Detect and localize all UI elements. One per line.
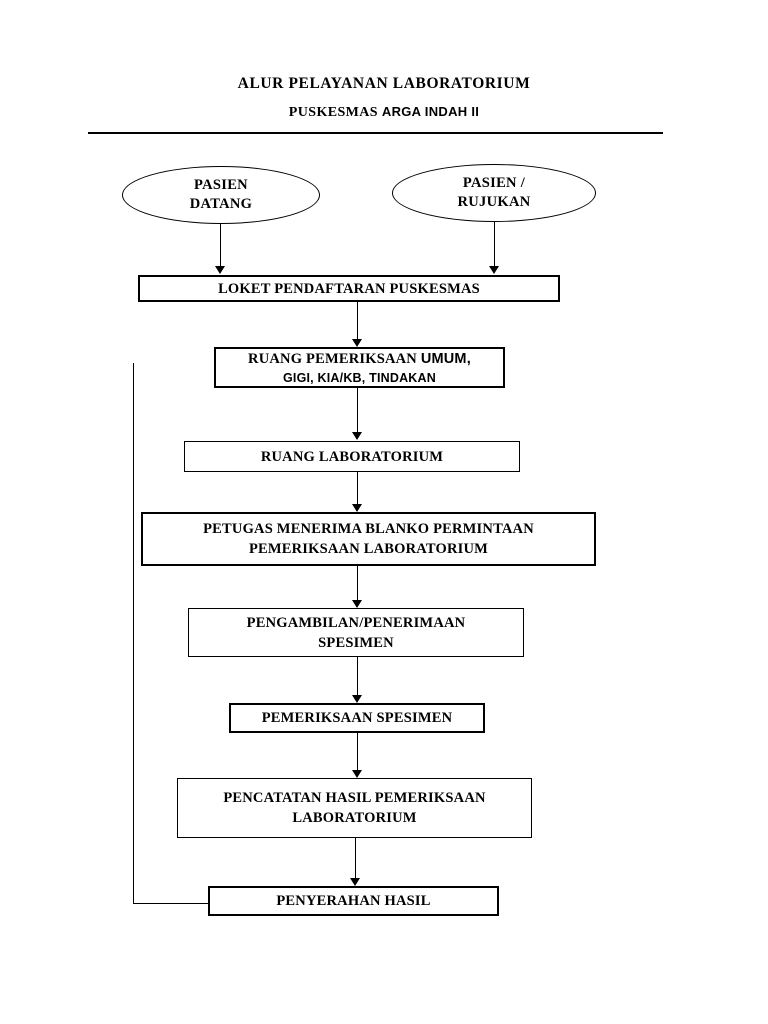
arrowhead-icon	[352, 432, 362, 440]
node-pengambilan-penerimaan-spesimen[interactable]: PENGAMBILAN/PENERIMAAN SPESIMEN	[188, 608, 524, 657]
arrowhead-icon	[352, 600, 362, 608]
edge-pasien-datang-to-loket	[220, 224, 221, 267]
node-pencatatan-hasil-line1: PENCATATAN HASIL PEMERIKSAAN	[223, 790, 486, 806]
edge-pengambilan-to-pemeriksaan-spesimen	[357, 657, 358, 697]
node-pasien-datang[interactable]: PASIEN DATANG	[122, 166, 320, 224]
node-petugas-menerima-blanko-line2: PEMERIKSAAN LABORATORIUM	[248, 541, 489, 557]
arrowhead-icon	[350, 878, 360, 886]
arrowhead-icon	[352, 504, 362, 512]
page-subtitle-sans: ARGA INDAH II	[381, 104, 480, 119]
document-header: ALUR PELAYANAN LABORATORIUM PUSKESMAS AR…	[0, 74, 768, 122]
node-pasien-rujukan[interactable]: PASIEN / RUJUKAN	[392, 164, 596, 222]
node-ruang-pemeriksaan-umum-line1-serif: RUANG PEMERIKSAAN	[248, 350, 421, 367]
edge-pasien-rujukan-to-loket	[494, 222, 495, 267]
page-subtitle-serif: PUSKESMAS	[288, 105, 378, 120]
arrowhead-icon	[215, 266, 225, 274]
node-loket-pendaftaran[interactable]: LOKET PENDAFTARAN PUSKESMAS	[138, 275, 560, 302]
page-subtitle: PUSKESMAS ARGA INDAH II	[0, 103, 768, 122]
node-petugas-menerima-blanko[interactable]: PETUGAS MENERIMA BLANKO PERMINTAAN PEMER…	[141, 512, 596, 566]
node-ruang-laboratorium-label: RUANG LABORATORIUM	[260, 448, 444, 465]
arrowhead-icon	[489, 266, 499, 274]
node-ruang-pemeriksaan-umum[interactable]: RUANG PEMERIKSAAN UMUM, GIGI, KIA/KB, TI…	[214, 347, 505, 388]
node-pengambilan-penerimaan-spesimen-line2: SPESIMEN	[318, 634, 394, 651]
node-pemeriksaan-spesimen-label: PEMERIKSAAN SPESIMEN	[261, 710, 453, 726]
node-penyerahan-hasil-label: PENYERAHAN HASIL	[276, 893, 431, 909]
node-ruang-pemeriksaan-umum-line1-sans: UMUM,	[420, 350, 471, 367]
edge-petugas-to-pengambilan	[357, 566, 358, 602]
arrowhead-icon	[352, 339, 362, 347]
node-pasien-rujukan-line1: PASIEN /	[462, 175, 526, 191]
node-pengambilan-penerimaan-spesimen-label: PENGAMBILAN/PENERIMAAN SPESIMEN	[189, 613, 523, 653]
edge-ruang-pemeriksaan-to-laboratorium	[357, 388, 358, 433]
edge-laboratorium-to-petugas	[357, 472, 358, 506]
node-penyerahan-hasil[interactable]: PENYERAHAN HASIL	[208, 886, 499, 916]
arrowhead-icon	[352, 770, 362, 778]
node-ruang-laboratorium[interactable]: RUANG LABORATORIUM	[184, 441, 520, 472]
page-title: ALUR PELAYANAN LABORATORIUM	[237, 75, 531, 92]
node-pencatatan-hasil[interactable]: PENCATATAN HASIL PEMERIKSAAN LABORATORIU…	[177, 778, 532, 838]
node-pasien-datang-line2: DATANG	[189, 196, 253, 212]
node-pemeriksaan-spesimen[interactable]: PEMERIKSAAN SPESIMEN	[229, 703, 485, 733]
node-pencatatan-hasil-label: PENCATATAN HASIL PEMERIKSAAN LABORATORIU…	[178, 788, 531, 828]
edge-feedback-horizontal	[133, 903, 209, 904]
node-pencatatan-hasil-line2: LABORATORIUM	[292, 810, 417, 826]
node-pasien-rujukan-line2: RUJUKAN	[457, 194, 531, 210]
node-pengambilan-penerimaan-spesimen-line1: PENGAMBILAN/PENERIMAAN	[246, 614, 466, 631]
node-ruang-pemeriksaan-umum-line2: GIGI, KIA/KB, TINDAKAN	[282, 370, 436, 385]
edge-loket-to-ruang-pemeriksaan	[357, 302, 358, 340]
node-ruang-pemeriksaan-umum-label: RUANG PEMERIKSAAN UMUM, GIGI, KIA/KB, TI…	[216, 349, 503, 387]
arrowhead-icon	[352, 695, 362, 703]
edge-feedback-vertical	[133, 363, 134, 904]
edge-pemeriksaan-spesimen-to-pencatatan	[357, 733, 358, 772]
header-divider	[88, 132, 663, 134]
edge-pencatatan-to-penyerahan	[355, 838, 356, 880]
node-pasien-datang-line1: PASIEN	[194, 177, 248, 193]
node-petugas-menerima-blanko-label: PETUGAS MENERIMA BLANKO PERMINTAAN PEMER…	[143, 519, 594, 559]
node-petugas-menerima-blanko-line1: PETUGAS MENERIMA BLANKO PERMINTAAN	[203, 521, 534, 537]
node-loket-pendaftaran-label: LOKET PENDAFTARAN PUSKESMAS	[218, 280, 480, 297]
